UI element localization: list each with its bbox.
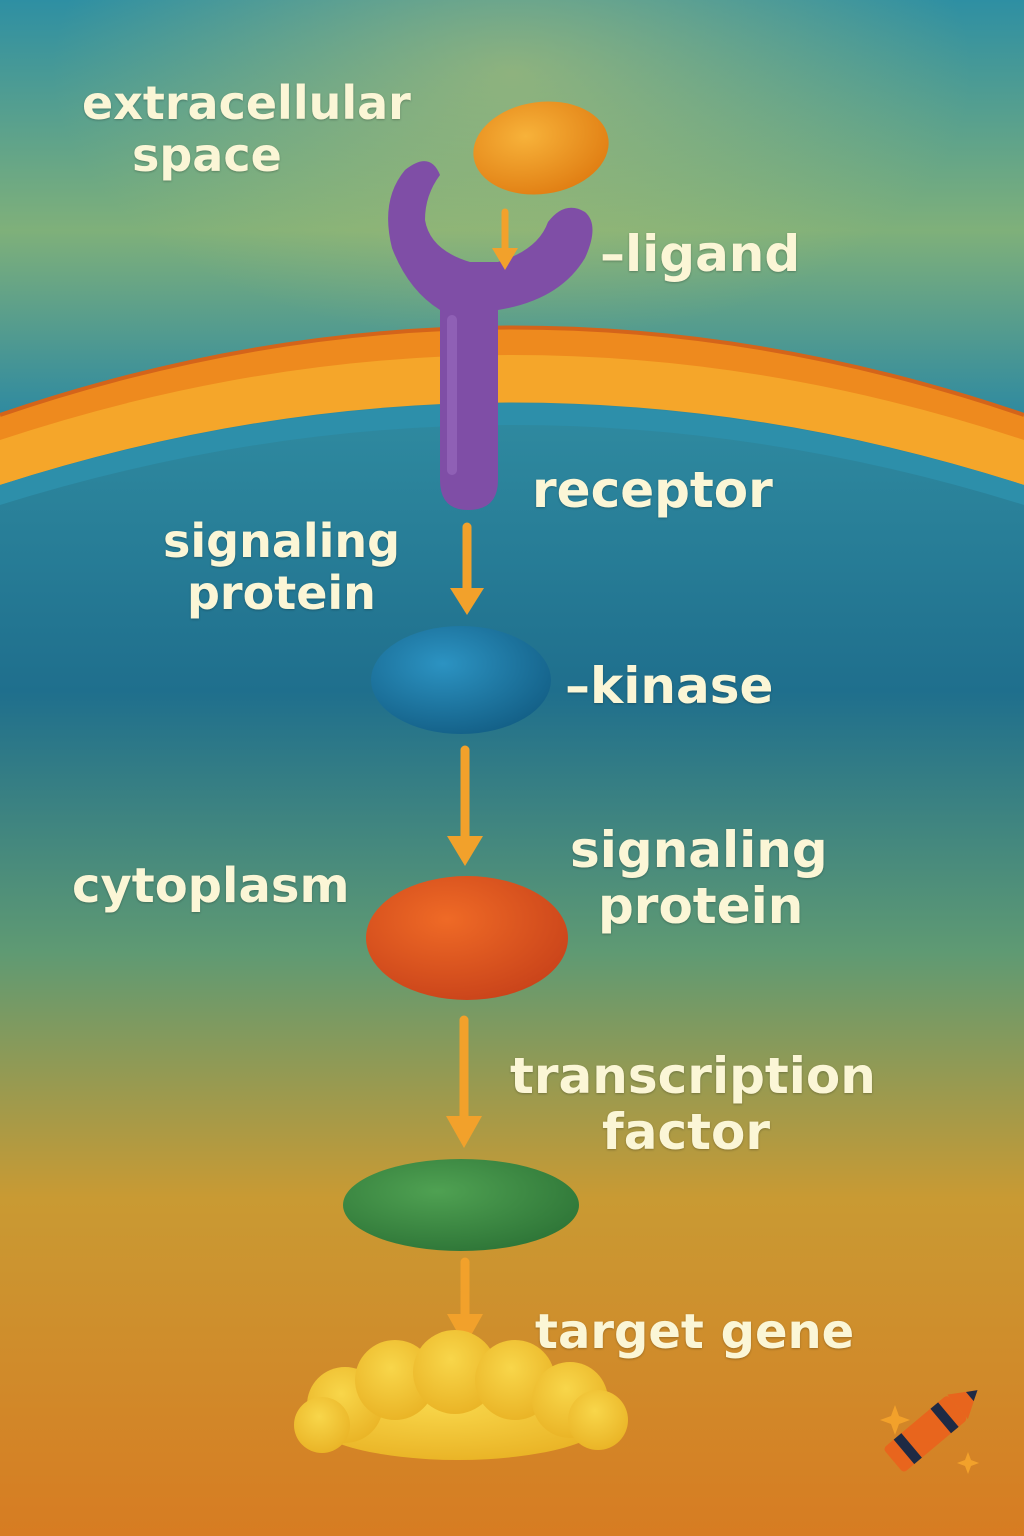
receptor-shape: [388, 161, 593, 510]
label-extracellular-line2: space: [132, 127, 282, 182]
ligand-arrow-head: [492, 248, 518, 270]
signaling-protein-shape: [366, 876, 568, 1000]
membrane-outer-layer: [0, 327, 1024, 470]
sparkle-icon: [880, 1405, 979, 1474]
kinase-shape: [371, 626, 551, 734]
label-signaling-protein-2-line2: protein: [598, 877, 804, 935]
label-signaling-protein-1-line2: protein: [187, 565, 376, 620]
ligand-shape: [473, 101, 609, 195]
label-signaling-protein-1-line1: signaling: [163, 514, 401, 568]
membrane-inner-layer: [0, 403, 1024, 505]
label-extracellular-space: extracellular space: [82, 76, 411, 182]
label-cytoplasm: cytoplasm: [72, 858, 350, 914]
arrow-kinase-to-protein-head: [447, 836, 483, 866]
membrane-middle-layer: [0, 355, 1024, 485]
transcription-factor-shape: [343, 1159, 579, 1251]
label-signaling-protein-2-line1: signaling: [570, 821, 828, 879]
crayon-icon: [884, 1390, 978, 1472]
label-target-gene: target gene: [535, 1304, 855, 1360]
arrow-tf-to-gene-head: [447, 1314, 483, 1346]
membrane-edge: [0, 325, 1024, 417]
label-extracellular-line1: extracellular: [82, 76, 411, 130]
arrow-receptor-to-kinase-head: [450, 588, 484, 615]
label-ligand: –ligand: [600, 225, 801, 283]
label-receptor: receptor: [532, 461, 773, 519]
label-signaling-protein-1: signaling protein: [163, 514, 401, 620]
label-kinase: –kinase: [565, 657, 774, 715]
label-transcription-factor: transcription factor: [510, 1048, 876, 1160]
label-transcription-factor-line2: factor: [602, 1103, 771, 1161]
arrow-protein-to-tf-head: [446, 1116, 482, 1148]
label-signaling-protein-2: signaling protein: [570, 822, 828, 934]
target-gene-shape: [294, 1330, 628, 1460]
label-transcription-factor-line1: transcription: [510, 1047, 876, 1105]
